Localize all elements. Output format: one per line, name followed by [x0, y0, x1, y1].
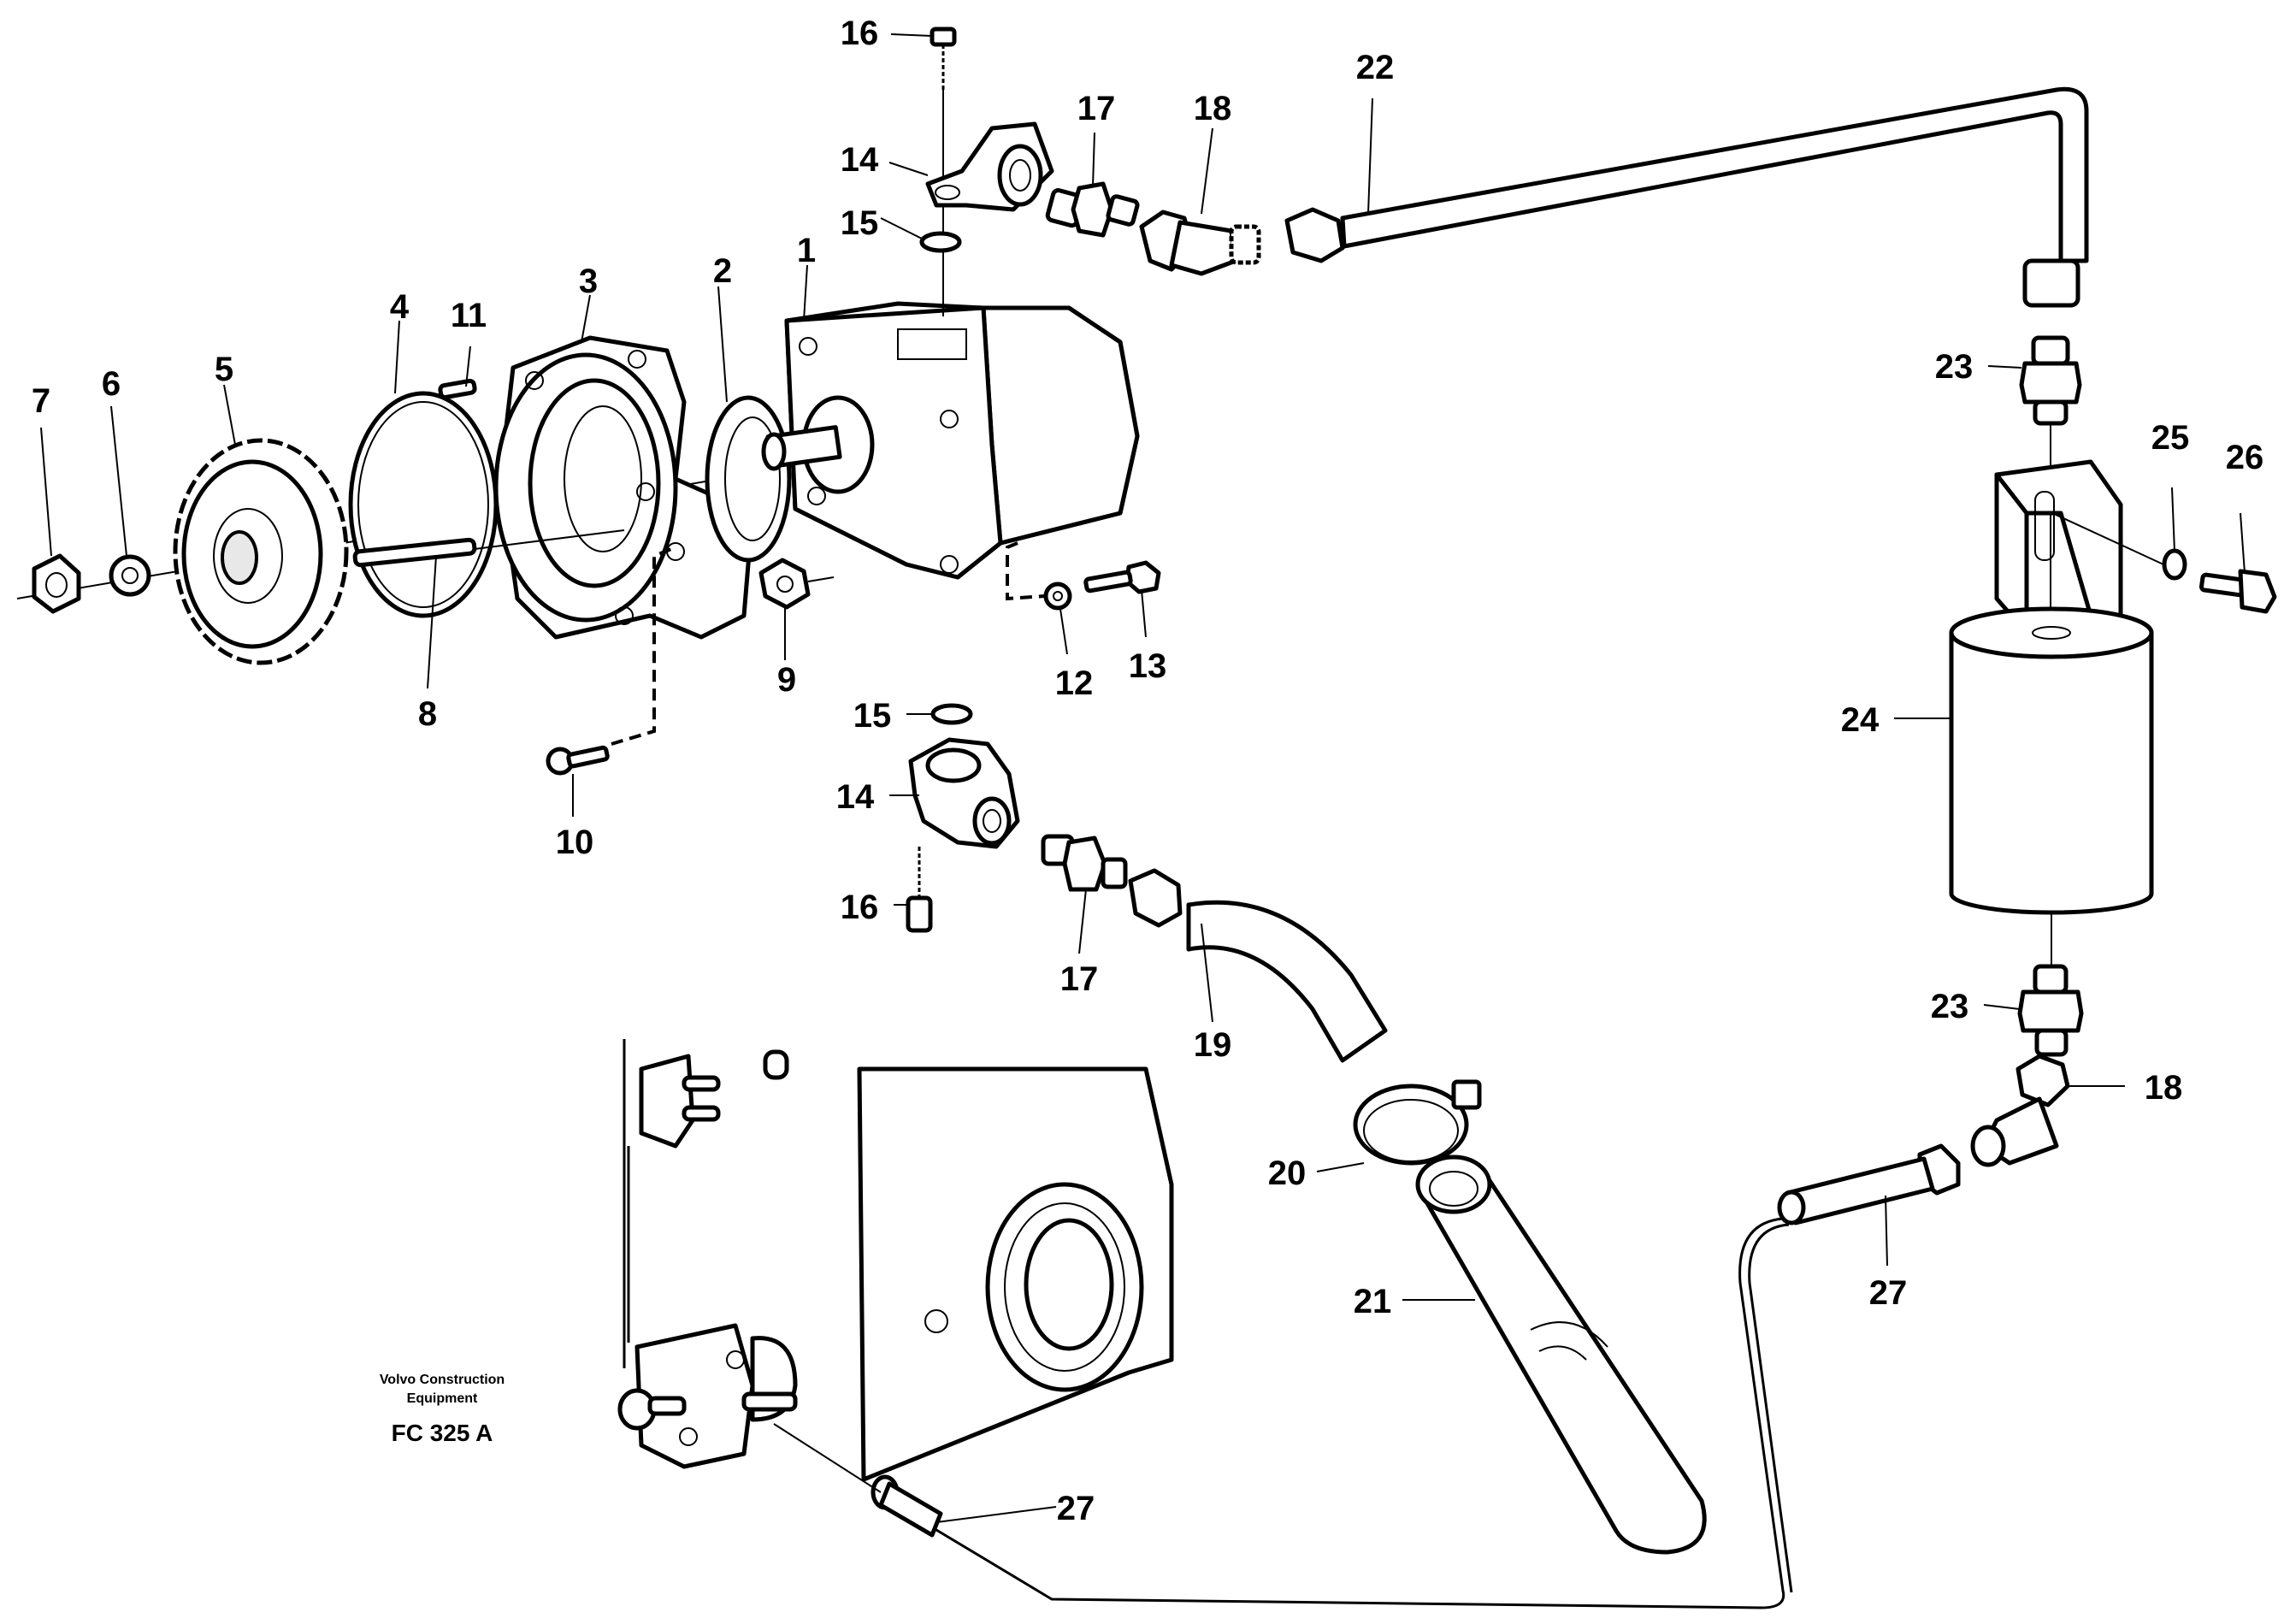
gasket-part-2 [705, 395, 792, 563]
transmission-housing [617, 1039, 1174, 1482]
callout-2: 2 [713, 252, 732, 290]
hose-fitting-part-27-right [1777, 1143, 1961, 1225]
callout-18-lower: 18 [2145, 1069, 2183, 1107]
callout-25: 25 [2151, 419, 2190, 457]
callout-18-upper: 18 [1194, 90, 1232, 127]
nipple-part-17-upper [1045, 181, 1140, 238]
callout-22: 22 [1356, 49, 1395, 86]
banjo-fitting-part-14-lower [908, 737, 1020, 849]
callout-14-upper: 14 [841, 141, 879, 179]
callout-7: 7 [32, 382, 50, 420]
nipple-part-23-upper [2019, 335, 2082, 426]
elbow-part-18-lower [1970, 1054, 2070, 1167]
callout-16-upper: 16 [841, 15, 879, 52]
stud-part-8 [352, 529, 625, 568]
hose-part-19 [1128, 868, 1388, 1063]
tube-nut-upper [2022, 258, 2080, 308]
figure-code: FC 325 A [392, 1420, 493, 1446]
callout-11: 11 [451, 297, 487, 334]
flange-housing-part-3 [493, 335, 755, 640]
bolt-part-26 [2199, 569, 2277, 614]
callout-8: 8 [418, 695, 437, 733]
callout-4: 4 [390, 288, 410, 326]
hose-clamp-part-20 [1353, 1079, 1482, 1166]
o-ring-part-4 [348, 391, 499, 618]
callout-1: 1 [797, 232, 816, 269]
callout-6: 6 [102, 365, 121, 403]
gear-part-5 [173, 438, 349, 665]
callout-10: 10 [556, 824, 594, 861]
lock-washer-part-6 [109, 554, 151, 597]
pin-part-11 [438, 378, 477, 400]
callout-15-upper: 15 [841, 204, 879, 242]
seal-ring-part-15-lower [930, 703, 973, 725]
nut-part-9 [758, 558, 811, 610]
callout-15-lower: 15 [853, 697, 892, 735]
hose-fitting-part-27-lower [871, 1474, 943, 1538]
bolt-part-13 [1083, 560, 1161, 594]
callout-17-lower: 17 [1060, 960, 1099, 998]
callout-14-lower: 14 [836, 778, 875, 816]
washer-part-12 [1043, 582, 1072, 611]
bracket [1994, 459, 2123, 635]
banjo-fitting-part-14-upper [925, 121, 1054, 212]
callout-19: 19 [1194, 1026, 1232, 1064]
callout-17-upper: 17 [1077, 90, 1116, 127]
callout-3: 3 [579, 263, 598, 300]
brand-line-2: Equipment [407, 1391, 478, 1406]
screw-part-16-lower [906, 847, 933, 933]
nut-part-7 [32, 553, 81, 614]
callout-27-lower: 27 [1057, 1490, 1095, 1527]
callout-12: 12 [1055, 664, 1094, 702]
elbow-part-18-upper [1139, 210, 1261, 276]
figure-legend: Volvo Construction Equipment FC 325 A [380, 1373, 505, 1446]
screw-part-16-upper [930, 27, 957, 316]
callout-16-lower: 16 [841, 889, 879, 926]
callout-5: 5 [215, 351, 233, 388]
callout-24: 24 [1841, 701, 1880, 739]
nipple-part-17-lower [1041, 834, 1128, 892]
seal-ring-part-15-upper [919, 231, 962, 253]
washer-part-25 [2162, 548, 2187, 581]
callout-9: 9 [777, 661, 796, 699]
leader-lines [40, 33, 2246, 1523]
brand-line-1: Volvo Construction [380, 1373, 505, 1387]
callout-20: 20 [1268, 1155, 1307, 1192]
callout-27-right: 27 [1869, 1274, 1908, 1312]
callouts: 1 2 3 4 5 6 7 8 9 10 11 12 13 14 14 15 1… [32, 15, 2263, 1527]
screw-part-10 [546, 745, 610, 776]
callout-13: 13 [1129, 647, 1167, 685]
tube-part-21 [1415, 1155, 1707, 1555]
nipple-part-23-lower [2017, 964, 2084, 1057]
callout-21: 21 [1354, 1283, 1392, 1320]
tube-part-22 [1284, 86, 2089, 263]
pump-part-1 [761, 301, 1140, 580]
callout-23-lower: 23 [1931, 988, 1969, 1025]
filter-part-24 [1949, 606, 2154, 915]
callout-26: 26 [2226, 439, 2264, 476]
callout-23-upper: 23 [1935, 348, 1974, 386]
